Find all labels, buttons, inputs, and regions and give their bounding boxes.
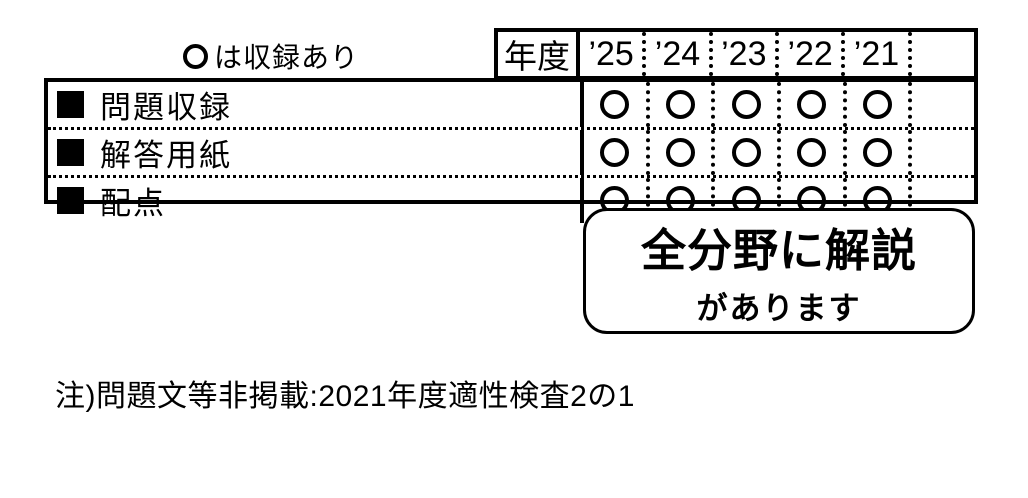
mark-cell [777,82,843,127]
empty-cell [908,130,974,175]
legend-text: は収録あり [214,42,360,73]
mark-cell [711,130,777,175]
circle-mark-icon [797,90,827,119]
mark-cell [777,130,843,175]
circle-icon [183,43,208,69]
square-bullet-icon [57,187,84,214]
circle-mark-icon [666,90,695,119]
square-bullet-icon [57,91,84,118]
circle-mark-icon [863,138,893,167]
table-row: 問題収録 [48,82,974,127]
circle-mark-icon [797,138,827,167]
footnote: 注)問題文等非掲載:2021年度適性検査2の1 [55,380,635,413]
year-columns: ’25’24’23’22’21 [580,32,974,76]
year-header-label: 年度 [498,32,580,76]
mark-cell [711,82,777,127]
mark-cell [645,130,712,175]
circle-mark-icon [600,138,630,167]
marks-row [580,130,974,175]
contents-table: 問題収録解答用紙配点 [44,78,978,223]
callout-box: 全分野に解説 があります [583,208,975,334]
row-label-cell: 問題収録 [48,82,580,127]
year-column-23: ’23 [708,32,775,76]
legend: は収録あり [183,38,359,74]
mark-cell [842,130,909,175]
empty-cell [908,82,974,127]
empty-cell [908,178,974,223]
circle-mark-icon [600,90,630,119]
circle-mark-icon [731,90,761,119]
circle-mark-icon [666,138,695,167]
row-label-cell: 配点 [48,178,580,223]
table-row: 解答用紙 [48,127,974,175]
mark-cell [580,82,646,127]
callout-line2: があります [696,291,862,326]
circle-mark-icon [731,138,761,167]
marks-row [580,82,974,127]
row-label-cell: 解答用紙 [48,130,580,175]
year-column-21: ’21 [841,32,907,76]
row-label: 解答用紙 [100,138,232,173]
year-column-25: ’25 [588,34,634,73]
callout-line1: 全分野に解説 [640,225,917,276]
year-header-row: 年度 ’25’24’23’22’21 [494,28,978,80]
row-label: 問題収録 [100,90,232,125]
square-bullet-icon [57,139,84,166]
mark-cell [842,82,909,127]
row-label: 配点 [100,186,166,221]
year-column-empty [907,32,974,76]
year-column-22: ’22 [774,32,841,76]
mark-cell [645,82,712,127]
circle-mark-icon [863,90,893,119]
year-column-24: ’24 [642,32,708,76]
mark-cell [580,130,646,175]
